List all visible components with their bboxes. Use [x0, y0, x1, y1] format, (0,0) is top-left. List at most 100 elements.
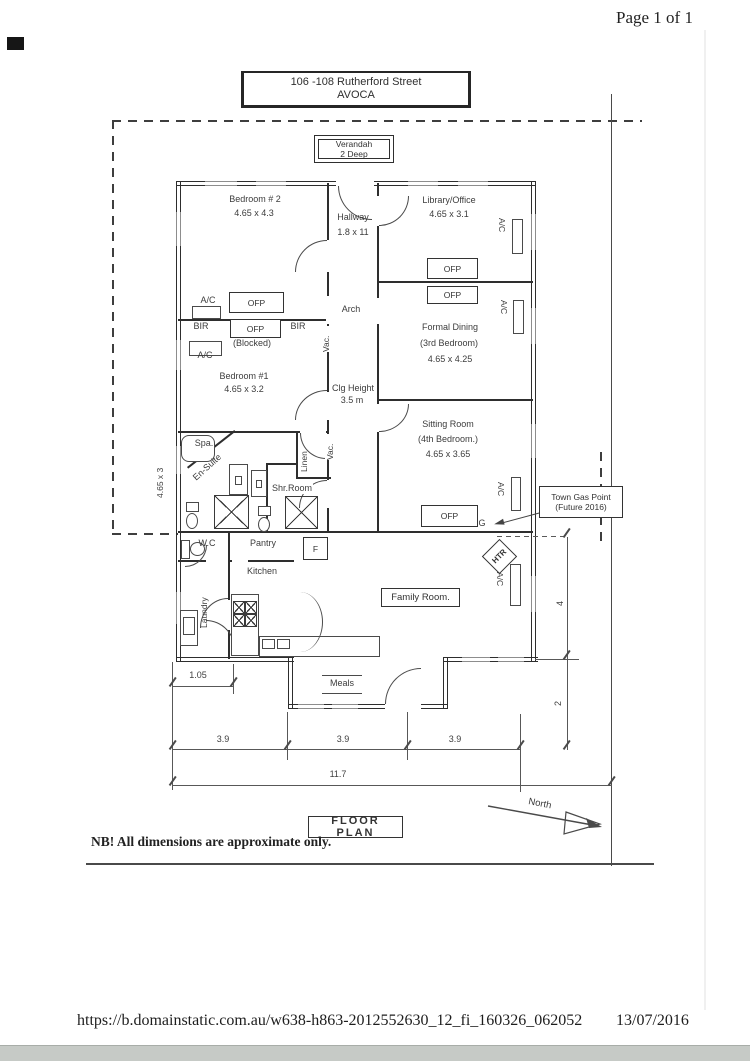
window — [256, 181, 286, 186]
window — [531, 424, 536, 458]
wall — [443, 657, 538, 662]
ofp-box: OFP — [427, 286, 478, 304]
cooktop — [245, 601, 257, 614]
room-label-bedroom2: Bedroom # 2 — [229, 194, 281, 204]
door-arc — [295, 240, 327, 272]
ac-unit — [510, 564, 521, 606]
door-arc — [295, 390, 327, 420]
side-dimension-label: 4.65 x 3 — [155, 467, 165, 498]
wc-bowl — [190, 542, 205, 556]
room-label-pantry: Pantry — [249, 538, 277, 548]
extension-line — [407, 712, 409, 760]
blocked-label: (Blocked) — [232, 338, 272, 348]
door-gap — [326, 240, 331, 272]
door-gap — [326, 392, 331, 420]
wall — [248, 560, 294, 563]
window — [205, 181, 237, 186]
wall — [379, 281, 533, 284]
window — [458, 181, 488, 186]
room-label-sitting: Sitting Room — [422, 419, 474, 429]
address-title-box: 106 -108 Rutherford Street AVOCA — [241, 71, 471, 108]
wall — [296, 477, 331, 480]
wall — [266, 463, 298, 466]
wall — [176, 181, 181, 662]
room-dims-bedroom2: 4.65 x 4.3 — [234, 208, 274, 218]
address-line1: 106 -108 Rutherford Street — [290, 76, 422, 88]
door-gap — [228, 600, 233, 630]
gas-arrowhead — [493, 518, 505, 528]
boundary-dash-left — [112, 120, 114, 535]
ofp-box: OFP — [230, 319, 281, 338]
spa-bath — [181, 435, 215, 462]
curved-counter — [300, 592, 323, 652]
window — [462, 657, 490, 662]
room-label-laundry: Laundry — [199, 597, 209, 628]
extension-line — [520, 714, 522, 792]
boundary-line-right — [611, 94, 613, 866]
cooktop — [233, 614, 245, 627]
door-arc — [385, 668, 421, 704]
room-dims-formal-dining: 4.65 x 4.25 — [427, 354, 473, 364]
boundary-dash-top — [112, 120, 642, 122]
room-label-linen: Linen — [299, 451, 309, 472]
door-gap — [326, 480, 331, 508]
wall — [266, 463, 269, 533]
sink — [277, 639, 290, 649]
footer-date: 13/07/2016 — [616, 1012, 689, 1029]
footer-band — [0, 1045, 750, 1061]
wall — [379, 399, 533, 402]
room-label-formal-dining: Formal Dining — [421, 322, 479, 332]
ac-label: A/C — [496, 482, 506, 497]
sink — [262, 639, 275, 649]
verandah-label: Verandah — [335, 139, 373, 149]
wall — [178, 431, 329, 434]
wall — [288, 657, 293, 709]
window — [176, 340, 181, 370]
door-arc — [379, 404, 409, 432]
toilet-bowl — [186, 513, 198, 529]
window — [531, 214, 536, 250]
dim-line — [172, 785, 612, 787]
room-alt-formal-dining: (3rd Bedroom) — [419, 338, 479, 348]
room-label-spa: Spa. — [194, 438, 214, 448]
ac-unit — [192, 306, 221, 319]
gas-arrow-line — [499, 511, 544, 525]
window — [408, 181, 438, 186]
dim-label: 4 — [555, 600, 565, 606]
toilet-bowl — [258, 517, 270, 532]
extension-line — [497, 536, 569, 538]
gas-marker: G — [478, 518, 486, 528]
ac-unit — [512, 219, 523, 254]
extension-line — [535, 659, 579, 661]
ac-unit — [511, 477, 521, 511]
boundary-line-bottom — [86, 863, 654, 865]
meals-table-line — [322, 693, 362, 695]
window — [498, 657, 524, 662]
wall — [443, 657, 448, 709]
vanity-basin — [256, 480, 262, 488]
room-label-kitchen: Kitchen — [244, 566, 280, 577]
room-label-shower: Shr.Room — [270, 483, 314, 494]
wall — [531, 181, 536, 662]
room-label-meals: Meals — [329, 678, 355, 688]
gas-point-line2: (Future 2016) — [555, 502, 607, 512]
ac-label: A/C — [200, 295, 216, 305]
window — [298, 704, 324, 709]
boundary-dash-left-bottom — [112, 533, 178, 535]
arch-label: Arch — [339, 304, 363, 315]
door-arc — [379, 196, 409, 226]
vac-label: Vac. — [321, 326, 331, 352]
shower-base — [214, 495, 249, 529]
wall — [178, 531, 533, 534]
dim-label: 3.9 — [448, 734, 462, 744]
wall — [178, 560, 232, 563]
dim-label: 2 — [553, 700, 563, 706]
extension-line — [172, 662, 174, 790]
extension-line — [287, 712, 289, 760]
dim-label: 3.9 — [216, 734, 230, 744]
window — [176, 446, 181, 474]
door-gap — [206, 559, 228, 564]
arch-gap — [376, 298, 381, 324]
room-dims-sitting: 4.65 x 3.65 — [425, 449, 471, 459]
room-label-hallway: Hallway — [337, 212, 369, 222]
